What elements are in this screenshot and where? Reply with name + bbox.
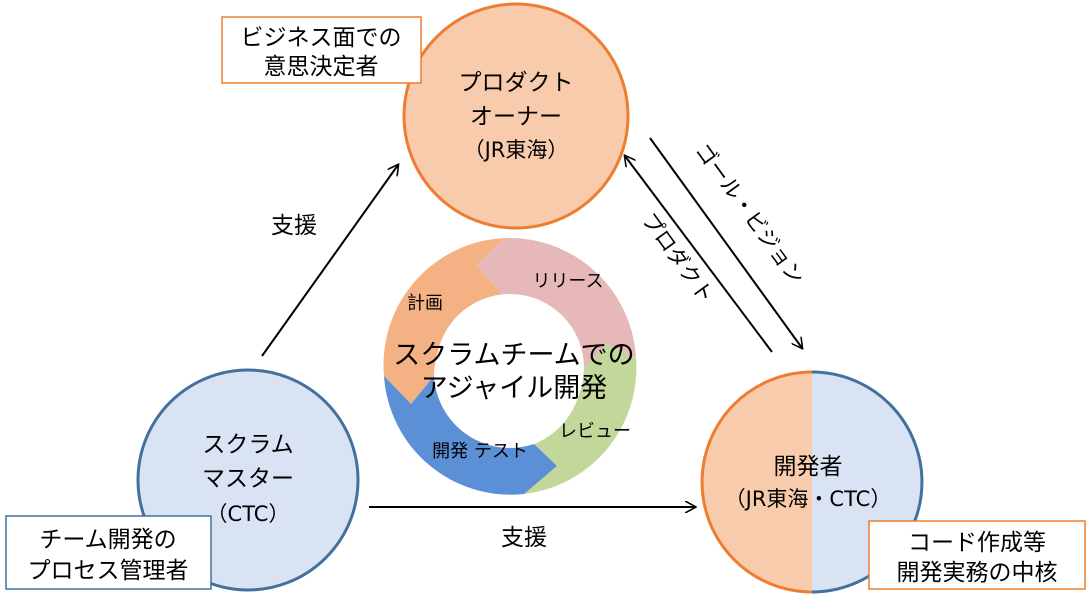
product-arrow <box>625 156 773 353</box>
cycle-center-hole <box>436 294 584 442</box>
support-label-po: 支援 <box>271 213 317 239</box>
scrum-master-line2: マスター <box>202 466 294 492</box>
cycle-label-review: レビュー <box>559 421 631 442</box>
cycle-label-release: リリース <box>532 271 603 292</box>
scrum-master-note-line2: プロセス管理者 <box>28 558 189 584</box>
product-owner-circle <box>402 2 630 230</box>
product-owner-line3: （JR東海） <box>464 138 569 162</box>
scrum-master-note: チーム開発の プロセス管理者 <box>5 515 212 590</box>
product-owner-note-line2: 意思決定者 <box>264 54 379 80</box>
developers-note-line2: 開発実務の中核 <box>897 560 1058 586</box>
developers-circle-right-border <box>811 370 924 594</box>
goal-vision-arrow <box>649 137 802 348</box>
developers-note-box <box>868 520 1086 590</box>
cycle-center-line1: スクラムチームでの <box>393 340 634 371</box>
product-owner-note-box <box>221 16 422 84</box>
developers-note: コード作成等 開発実務の中核 <box>868 520 1086 590</box>
developers-circle-left-half <box>702 372 812 592</box>
support-label-dev: 支援 <box>501 525 547 551</box>
cycle-segment-plan <box>383 238 508 404</box>
scrum-master-line3: （CTC） <box>207 502 290 526</box>
agile-cycle: 計画 リリース レビュー 開発 テスト スクラムチームでの アジャイル開発 <box>383 237 637 495</box>
product-owner-line2: オーナー <box>470 104 562 130</box>
scrum-master-note-box <box>5 515 212 590</box>
product-owner-node: プロダクト オーナー （JR東海） <box>402 2 630 230</box>
support-arrow-to-po <box>261 165 398 357</box>
cycle-segment-dev-test <box>384 376 557 495</box>
developers-line2: （JR東海・CTC） <box>725 487 892 511</box>
product-owner-line1: プロダクト <box>459 70 574 96</box>
scrum-master-line1: スクラム <box>202 432 293 458</box>
product-owner-note-line1: ビジネス面での <box>241 25 402 51</box>
cycle-center-line2: アジャイル開発 <box>421 373 608 404</box>
cycle-label-plan: 計画 <box>407 293 443 314</box>
developers-circle-left-border <box>700 370 813 594</box>
scrum-master-note-line1: チーム開発の <box>39 527 176 553</box>
developers-line1: 開発者 <box>774 454 843 480</box>
cycle-label-dev-test: 開発 テスト <box>432 441 528 462</box>
developers-note-line1: コード作成等 <box>908 530 1046 556</box>
cycle-segment-review <box>524 344 637 494</box>
product-owner-note: ビジネス面での 意思決定者 <box>221 16 422 84</box>
product-label: プロダクト <box>637 208 718 307</box>
cycle-segment-release <box>476 237 636 370</box>
